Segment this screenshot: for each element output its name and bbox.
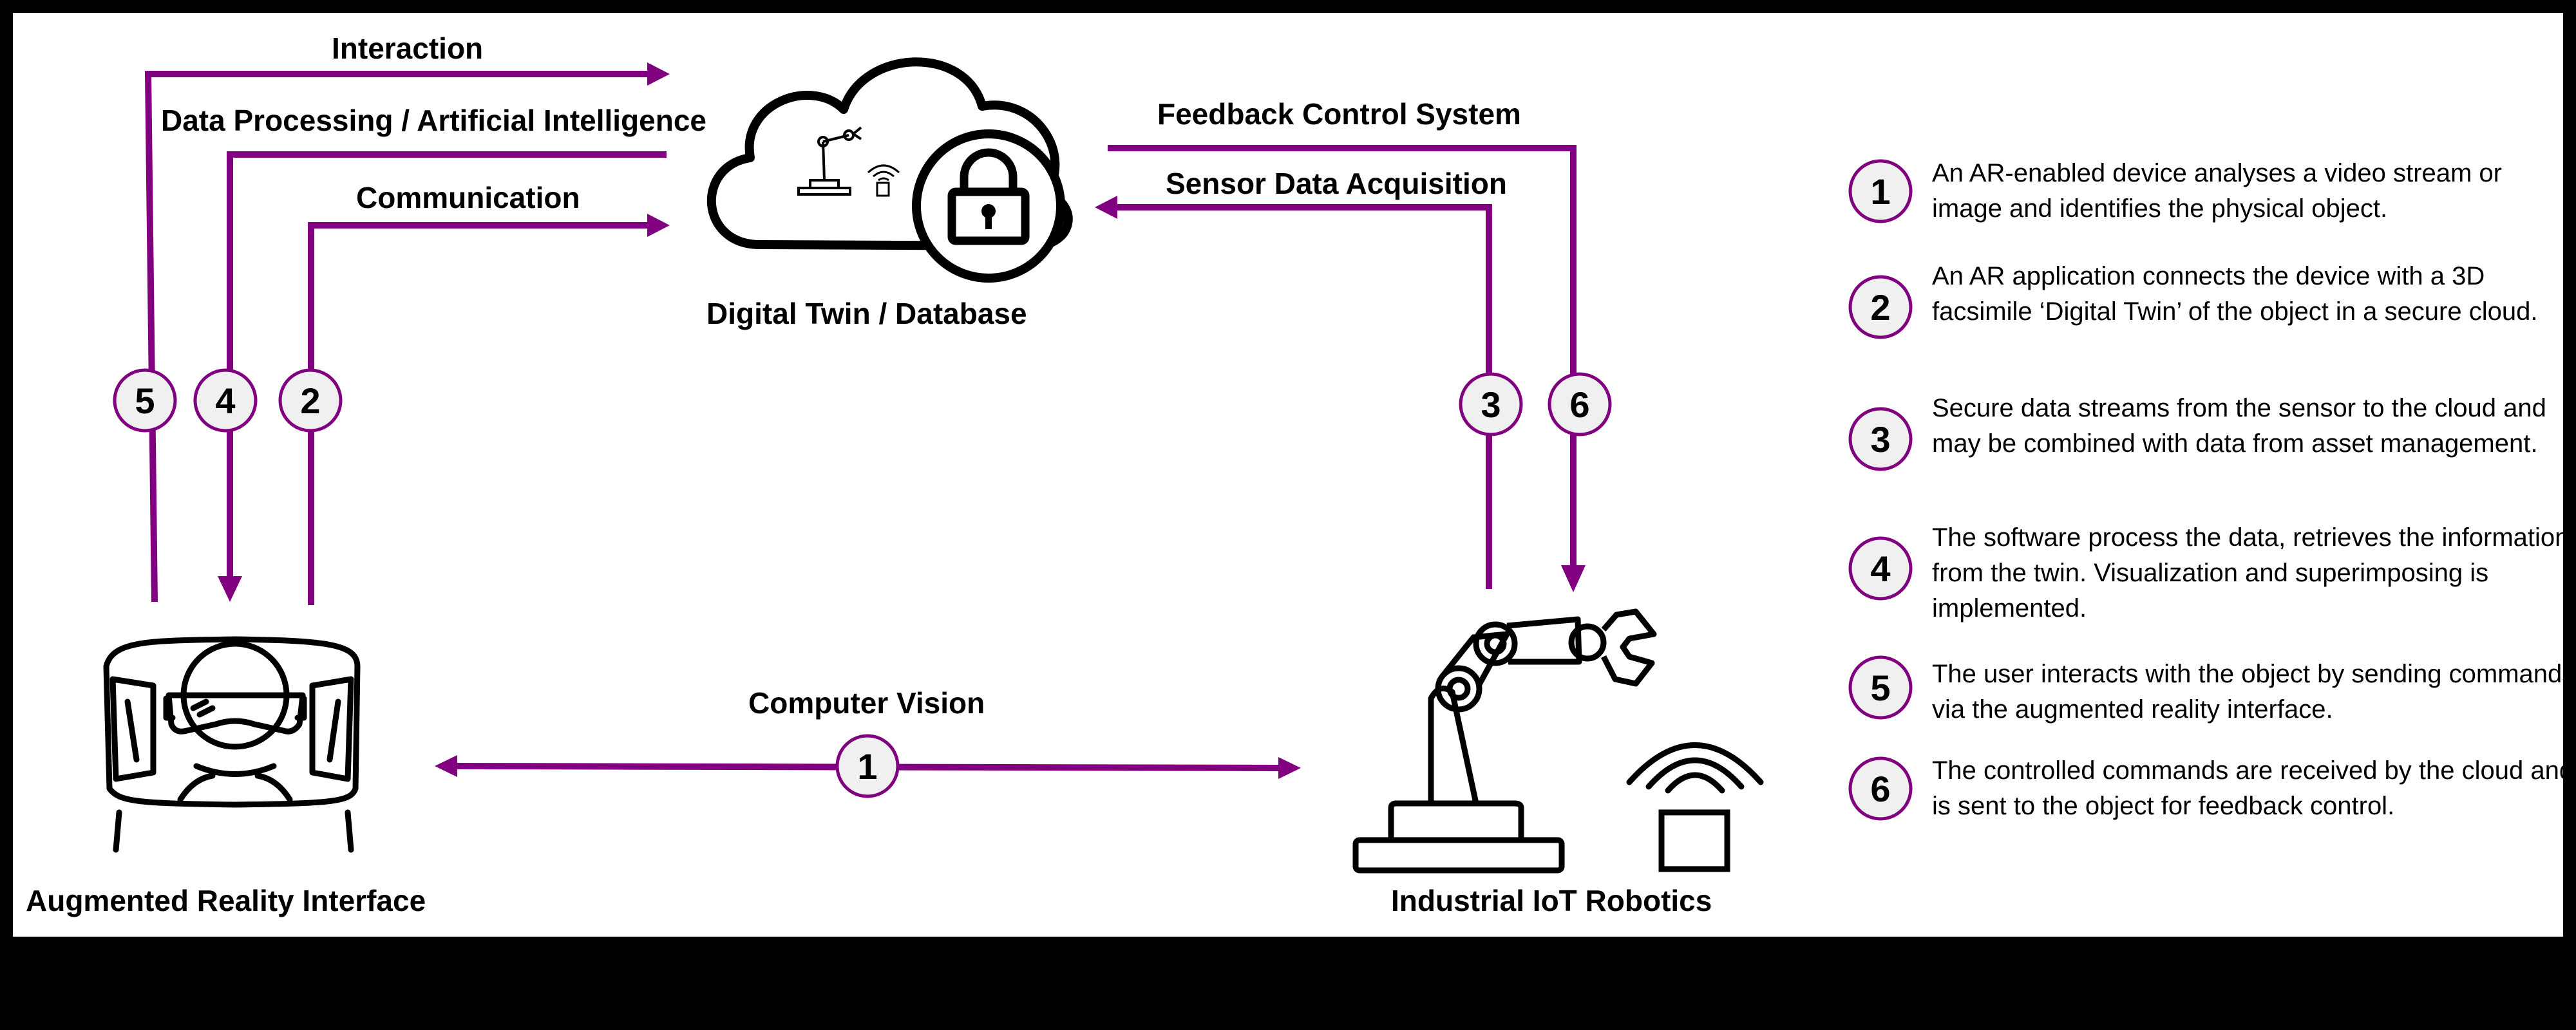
path-circle-2: 2 bbox=[278, 368, 343, 433]
feedback-arrowhead bbox=[1561, 565, 1586, 592]
data-processing-arrow bbox=[227, 151, 667, 579]
lock-icon bbox=[912, 129, 1065, 283]
legend-circles: 1 2 3 4 5 6 bbox=[1848, 159, 1913, 821]
legend-circle-5: 5 bbox=[1848, 655, 1913, 720]
industrial-robot-arm-icon bbox=[1352, 608, 1657, 874]
legend-circle-4-number: 4 bbox=[1870, 548, 1890, 589]
path-number-circles: 5 4 2 3 6 1 bbox=[113, 368, 1612, 798]
legend-text-6: The controlled commands are received by … bbox=[1932, 756, 2574, 820]
path-circle-5: 5 bbox=[113, 368, 177, 433]
data-processing-arrowhead bbox=[218, 576, 242, 602]
robot-arm-small-icon bbox=[797, 126, 862, 196]
legend-circle-3-number: 3 bbox=[1870, 419, 1890, 460]
legend-text-3: Secure data streams from the sensor to t… bbox=[1932, 394, 2546, 458]
ar-interface-label: Augmented Reality Interface bbox=[26, 884, 426, 917]
path-circle-3-number: 3 bbox=[1481, 384, 1501, 425]
sensor-data-label: Sensor Data Acquisition bbox=[1166, 167, 1507, 200]
legend-circle-6: 6 bbox=[1848, 756, 1913, 821]
legend-text-4: The software process the data, retrieves… bbox=[1932, 523, 2570, 623]
path-circle-4-number: 4 bbox=[215, 380, 235, 421]
path-circle-1: 1 bbox=[835, 734, 900, 798]
legend-circle-6-number: 6 bbox=[1870, 769, 1890, 809]
data-processing-label: Data Processing / Artificial Intelligenc… bbox=[161, 104, 707, 137]
path-circle-6: 6 bbox=[1548, 372, 1612, 436]
legend-circle-5-number: 5 bbox=[1870, 668, 1890, 708]
legend-circle-1: 1 bbox=[1848, 159, 1913, 223]
computer-vision-label: Computer Vision bbox=[748, 686, 985, 720]
feedback-control-label: Feedback Control System bbox=[1157, 97, 1521, 131]
path-circle-5-number: 5 bbox=[135, 380, 155, 421]
legend-circle-3: 3 bbox=[1848, 407, 1913, 471]
legend-text-5: The user interacts with the object by se… bbox=[1932, 660, 2575, 724]
path-circle-3: 3 bbox=[1459, 372, 1523, 436]
path-circle-1-number: 1 bbox=[857, 746, 877, 787]
sensor-arrowhead bbox=[1095, 196, 1117, 219]
ar-headset-person-icon bbox=[103, 636, 361, 853]
legend-circle-1-number: 1 bbox=[1870, 171, 1890, 212]
sensor-arrow bbox=[1117, 204, 1492, 589]
interaction-label: Interaction bbox=[332, 32, 484, 65]
computer-vision-arrowhead-right bbox=[1278, 757, 1301, 779]
communication-arrow bbox=[308, 222, 650, 605]
digital-twin-label: Digital Twin / Database bbox=[706, 297, 1027, 330]
path-circle-6-number: 6 bbox=[1569, 384, 1589, 425]
iot-robotics-label: Industrial IoT Robotics bbox=[1391, 884, 1712, 917]
interaction-arrowhead bbox=[647, 62, 670, 86]
wifi-small-icon bbox=[867, 164, 900, 197]
page-background bbox=[13, 13, 2563, 937]
communication-arrowhead bbox=[647, 214, 670, 237]
path-circle-2-number: 2 bbox=[300, 380, 320, 421]
legend-circle-2-number: 2 bbox=[1870, 287, 1890, 328]
path-circle-4: 4 bbox=[193, 368, 258, 433]
legend-circle-2: 2 bbox=[1848, 275, 1913, 339]
legend-circle-4: 4 bbox=[1848, 536, 1913, 601]
legend-text-1: An AR-enabled device analyses a video st… bbox=[1932, 159, 2502, 223]
computer-vision-arrowhead-left bbox=[435, 755, 457, 777]
wifi-sensor-icon bbox=[1626, 742, 1764, 872]
communication-label: Communication bbox=[356, 181, 580, 214]
legend-text-2: An AR application connects the device wi… bbox=[1932, 262, 2538, 326]
legend: 1 2 3 4 5 6 An AR-enabled device analyse… bbox=[1842, 148, 2575, 863]
